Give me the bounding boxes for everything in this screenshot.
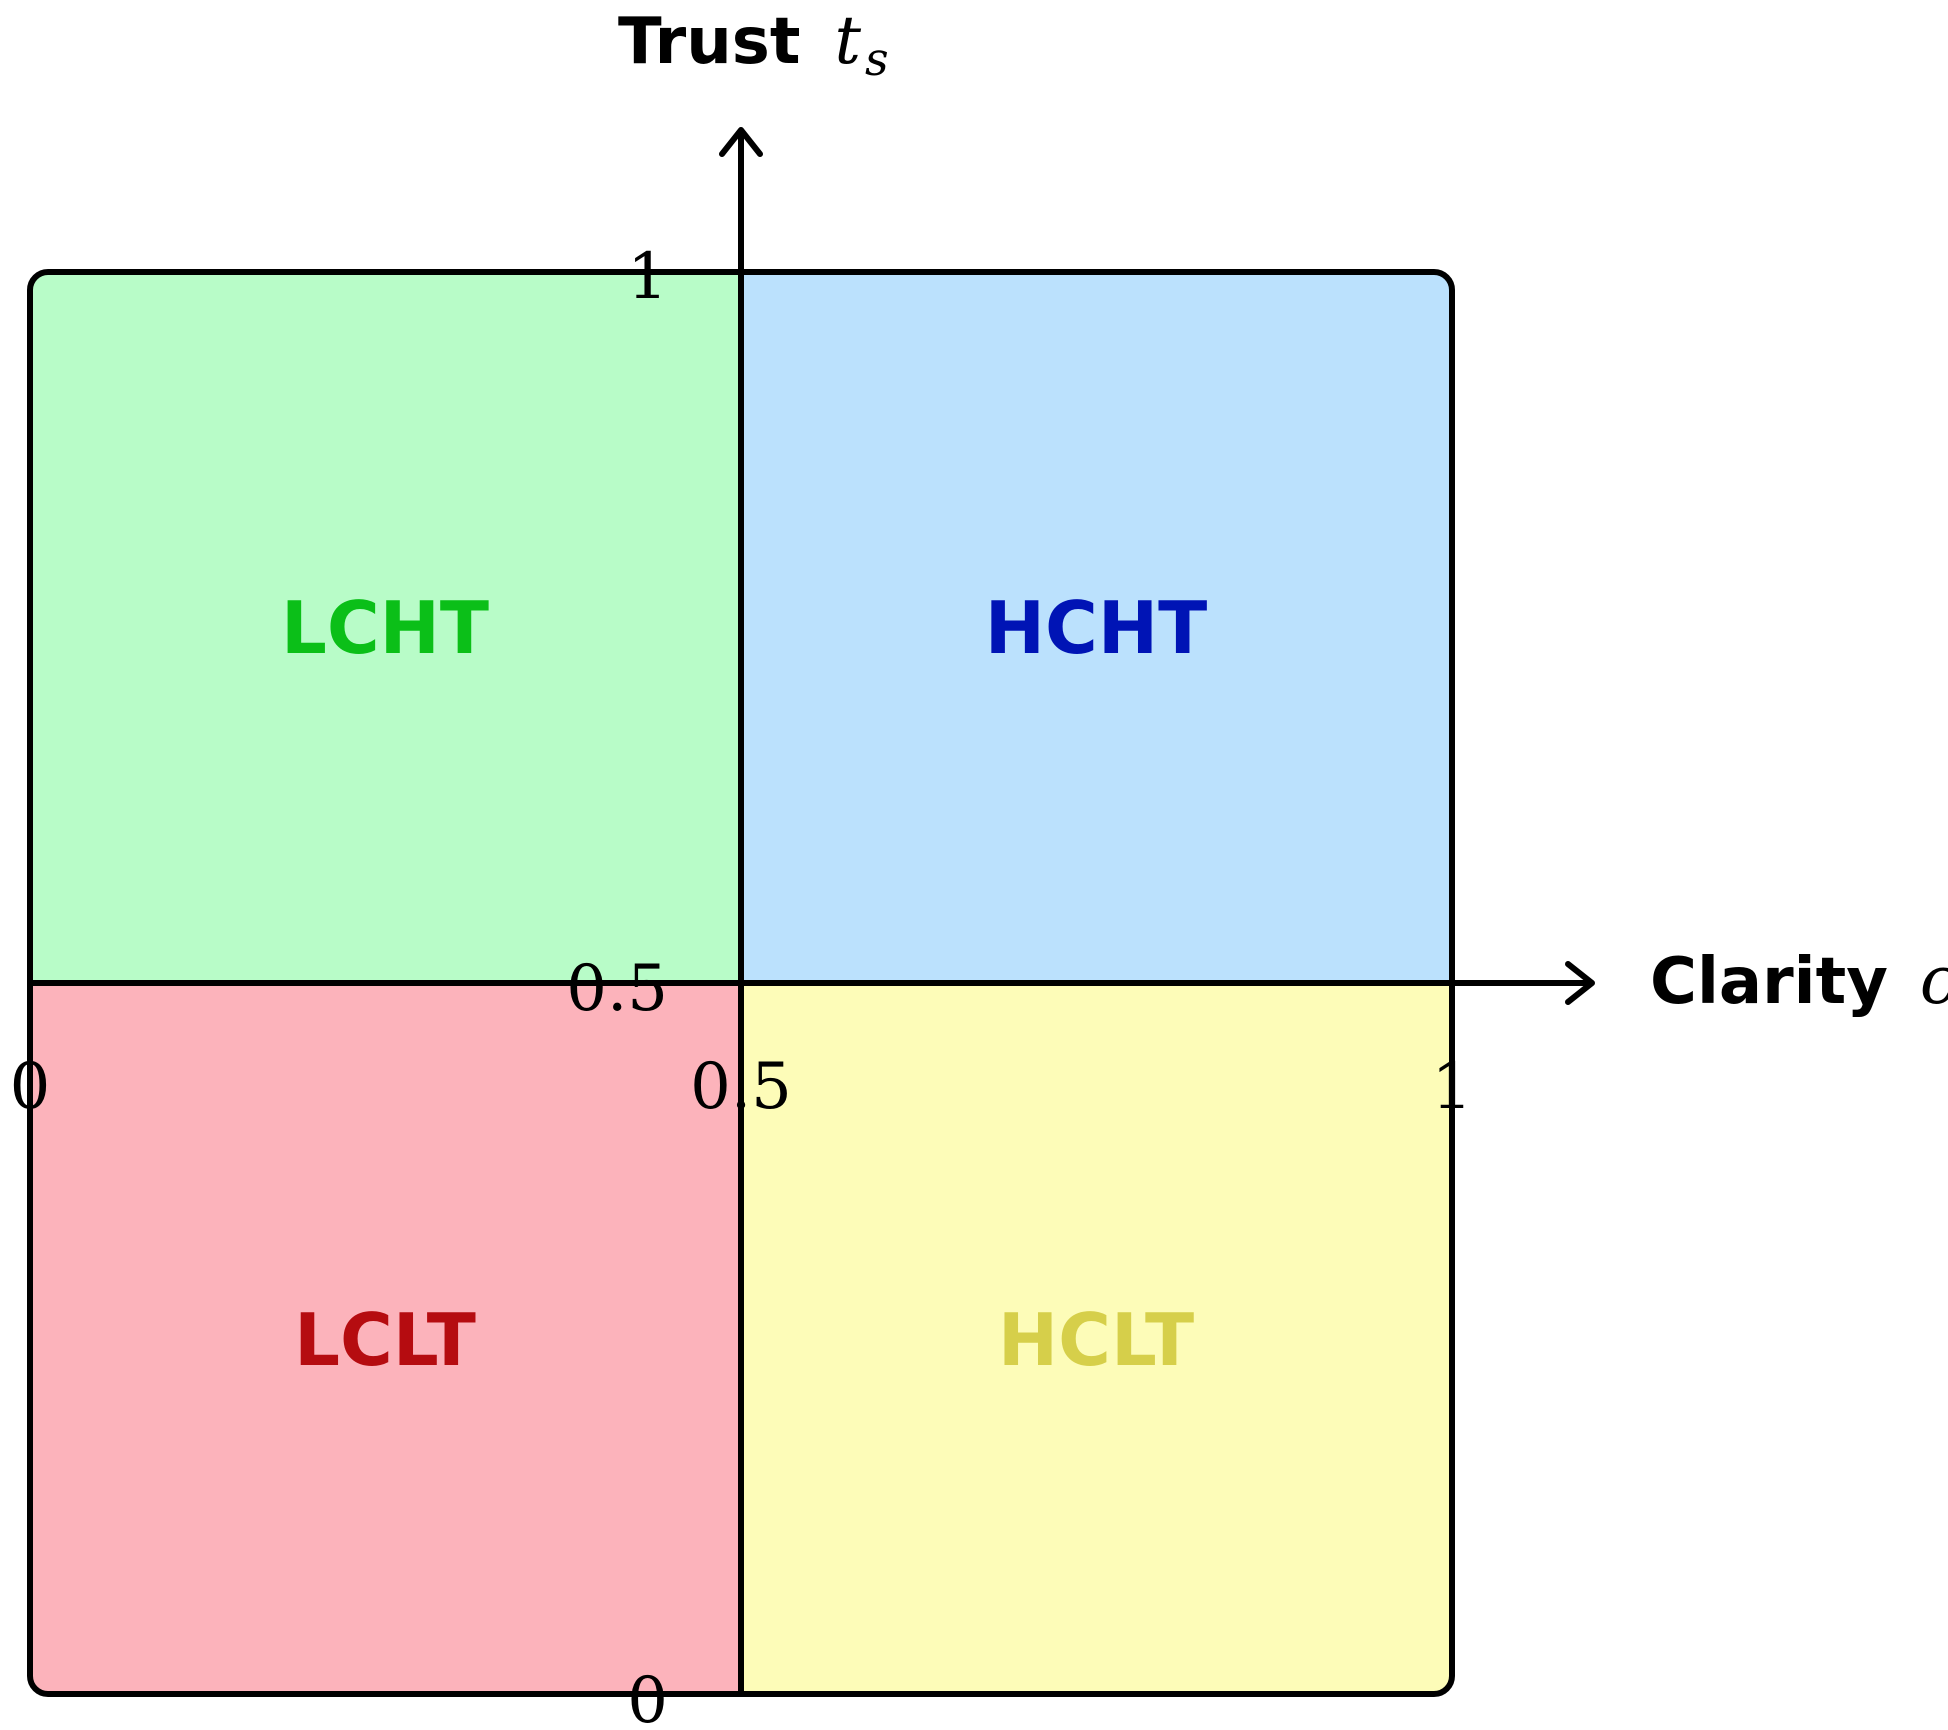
quadrant-label-hcht: HCHT — [985, 586, 1207, 670]
quadrant-top-left-fill — [30, 272, 741, 983]
y-tick-label-1: 1 — [627, 240, 668, 314]
x-tick-label-1: 1 — [1432, 1050, 1473, 1124]
quadrant-label-lcht: LCHT — [281, 586, 489, 670]
y-axis-arrowhead — [719, 127, 763, 157]
y-axis-subscript: s — [865, 32, 889, 86]
quadrant-bottom-left-fill — [30, 983, 741, 1694]
y-tick-label-0-5: 0.5 — [566, 952, 668, 1026]
y-axis-variable: t — [834, 2, 861, 79]
y-tick-label-0: 0 — [627, 1664, 668, 1730]
x-tick-label-0-5: 0.5 — [690, 1050, 792, 1124]
quadrant-label-hclt: HCLT — [998, 1298, 1194, 1382]
y-axis-title-text: Trust — [618, 5, 800, 79]
quadrant-top-right-fill — [741, 272, 1452, 983]
x-axis-title: Clarity c s — [1650, 942, 1948, 1026]
y-axis-title: Trust t s — [618, 2, 889, 86]
quadrant-label-lclt: LCLT — [294, 1298, 476, 1382]
x-axis-variable: c — [1920, 942, 1948, 1019]
quadrant-bottom-right-fill — [741, 983, 1452, 1694]
x-tick-label-0: 0 — [10, 1050, 51, 1124]
x-axis-arrowhead — [1565, 961, 1595, 1005]
x-axis-title-text: Clarity — [1650, 945, 1888, 1019]
quadrant-fills — [30, 272, 1452, 1694]
